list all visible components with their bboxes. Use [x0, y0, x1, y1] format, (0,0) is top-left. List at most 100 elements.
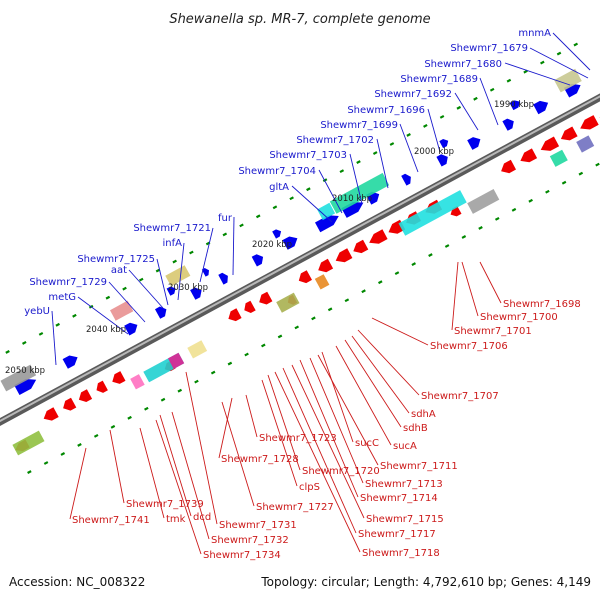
gene-label[interactable]: Shewmr7_1727 — [256, 502, 334, 513]
gene-label[interactable]: Shewmr7_1696 — [347, 105, 425, 116]
gene-label[interactable]: Shewmr7_1734 — [203, 550, 281, 561]
leader-line — [218, 397, 233, 459]
tick-mark-upper — [439, 114, 445, 119]
reverse-gene — [298, 270, 312, 284]
gene-label[interactable]: Shewmr7_1707 — [421, 391, 499, 402]
gene-label[interactable]: sucA — [393, 441, 417, 452]
tick-mark-upper — [55, 322, 60, 327]
gene-label[interactable]: mnmA — [518, 28, 551, 39]
gene-label[interactable]: Shewmr7_1713 — [365, 479, 443, 490]
leader-line — [282, 367, 357, 534]
accession-text: Accession: NC_008322 — [9, 575, 145, 589]
gene-label[interactable]: Shewmr7_1679 — [450, 43, 528, 54]
leader-line — [159, 414, 192, 517]
leader-line — [245, 394, 258, 438]
forward-gene — [124, 322, 138, 336]
gene-label[interactable]: gltA — [269, 182, 289, 193]
tick-mark-upper — [506, 78, 512, 83]
gene-label[interactable]: sucC — [355, 438, 379, 449]
gene-label[interactable]: Shewmr7_1718 — [362, 548, 440, 559]
gene-label[interactable]: clpS — [299, 482, 320, 493]
reverse-strand-labels: Shewmr7_1698 Shewmr7_1700 Shewmr7_1701 S… — [72, 299, 581, 561]
leader-line — [267, 374, 301, 471]
tick-mark-upper — [456, 105, 462, 110]
forward-gene — [62, 355, 78, 369]
gene-label[interactable]: sdhB — [403, 423, 428, 434]
gene-label[interactable]: Shewmr7_1715 — [366, 514, 444, 525]
gene-label[interactable]: Shewmr7_1728 — [221, 454, 299, 465]
tick-mark-upper — [38, 331, 44, 336]
gene-label[interactable]: sdhA — [411, 409, 436, 420]
tick-mark-lower — [93, 433, 99, 438]
gene-label[interactable]: Shewmr7_1720 — [302, 466, 380, 477]
feature-block — [276, 292, 300, 313]
leader-line — [139, 427, 165, 519]
leader-line — [291, 364, 365, 519]
gene-label[interactable]: Shewmr7_1725 — [77, 254, 155, 265]
reverse-gene — [318, 258, 334, 273]
feature-block — [110, 300, 134, 321]
gene-label[interactable]: Shewmr7_1706 — [430, 341, 508, 352]
tick-mark-upper — [372, 151, 378, 155]
gene-label[interactable]: metG — [48, 292, 76, 303]
tick-mark-upper — [222, 232, 228, 237]
gene-label[interactable]: dcd — [193, 512, 211, 523]
leader-line — [479, 77, 499, 126]
tick-mark-lower — [327, 307, 333, 312]
gene-label[interactable]: Shewmr7_1717 — [358, 529, 436, 540]
leader-line — [454, 92, 479, 131]
leader-line — [69, 447, 87, 520]
leader-line — [552, 32, 591, 71]
feature-block — [0, 364, 37, 392]
leader-line — [109, 429, 125, 504]
leader-line — [335, 345, 392, 446]
gene-label[interactable]: Shewmr7_1701 — [454, 326, 532, 337]
leader-line — [318, 169, 343, 214]
gene-label[interactable]: Shewmr7_1680 — [424, 59, 502, 70]
leader-line — [309, 357, 364, 484]
gene-label[interactable]: Shewmr7_1692 — [374, 89, 452, 100]
reverse-gene — [244, 300, 256, 313]
gene-label[interactable]: Shewmr7_1739 — [126, 499, 204, 510]
gene-label[interactable]: infA — [163, 238, 183, 249]
gene-label[interactable]: Shewmr7_1699 — [320, 120, 398, 131]
leader-line — [321, 351, 354, 443]
gene-label[interactable]: aat — [111, 265, 127, 276]
feature-block — [554, 68, 582, 93]
tick-mark-upper — [72, 313, 77, 318]
feature-block — [12, 430, 45, 456]
forward-gene — [467, 137, 481, 150]
leader-line — [427, 108, 441, 153]
feature-block — [398, 190, 467, 236]
gene-label[interactable]: Shewmr7_1714 — [360, 493, 438, 504]
gene-label[interactable]: Shewmr7_1731 — [219, 520, 297, 531]
gene-label[interactable]: Shewmr7_1704 — [238, 166, 316, 177]
reverse-gene — [560, 126, 578, 141]
tick-mark-lower — [144, 406, 149, 411]
leader-line — [399, 123, 419, 173]
gene-label[interactable]: Shewmr7_1723 — [259, 433, 337, 444]
tick-mark-lower — [461, 235, 467, 239]
leader-line — [479, 261, 502, 304]
tick-mark-upper — [138, 277, 144, 282]
gene-label[interactable]: fur — [218, 213, 233, 224]
forward-gene-outer — [201, 268, 209, 277]
gene-label[interactable]: tmk — [166, 514, 186, 525]
gene-label[interactable]: Shewmr7_1698 — [503, 299, 581, 310]
leader-line — [371, 317, 429, 346]
tick-mark-upper — [255, 214, 261, 219]
gene-label[interactable]: Shewmr7_1711 — [380, 461, 458, 472]
reverse-gene — [63, 397, 77, 411]
gene-label[interactable]: Shewmr7_1703 — [269, 150, 347, 161]
gene-label[interactable]: yebU — [24, 306, 50, 317]
tick-mark-lower — [528, 198, 533, 203]
gene-label[interactable]: Shewmr7_1700 — [480, 312, 558, 323]
feature-block — [187, 340, 208, 359]
gene-label[interactable]: Shewmr7_1702 — [296, 135, 374, 146]
gene-label[interactable]: Shewmr7_1741 — [72, 515, 150, 526]
gene-label[interactable]: Shewmr7_1729 — [29, 277, 107, 288]
gene-label[interactable]: Shewmr7_1721 — [133, 223, 211, 234]
leader-line — [351, 335, 410, 414]
gene-label[interactable]: Shewmr7_1689 — [400, 74, 478, 85]
gene-label[interactable]: Shewmr7_1732 — [211, 535, 289, 546]
